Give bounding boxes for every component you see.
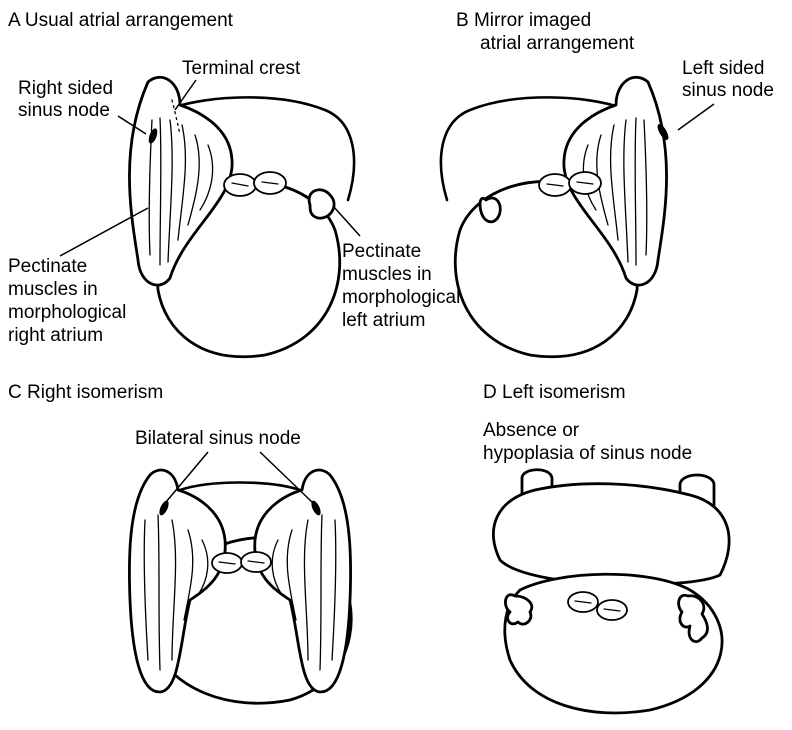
panel-a-pect-right-1: Pectinate (8, 256, 87, 277)
panel-a-pect-right-3: morphological (8, 302, 126, 323)
panel-b-sinus-leader (678, 104, 714, 130)
panel-d-appendage-left (505, 595, 531, 624)
panel-a-title: A Usual atrial arrangement (8, 10, 234, 31)
panel-a-pect-left-4: left atrium (342, 310, 425, 331)
panel-b-heart (441, 77, 671, 356)
panel-c-sinus-label: Bilateral sinus node (135, 428, 301, 449)
panel-b-sinus-label-2: sinus node (682, 80, 774, 101)
panel-a-pect-left-1: Pectinate (342, 241, 421, 262)
panel-b-right-appendage (480, 198, 500, 222)
panel-b-title-2: atrial arrangement (480, 33, 635, 54)
panel-c-atrial-dome (180, 483, 300, 491)
panel-a-crest-label: Terminal crest (182, 58, 301, 79)
panel-d-sinus-label-1: Absence or (483, 420, 580, 441)
panel-d-atria (493, 484, 729, 585)
panel-d-title: D Left isomerism (483, 382, 626, 403)
panel-d-heart (493, 470, 729, 713)
panel-a-sinus-label-1: Right sided (18, 78, 113, 99)
panel-a-pect-right-4: right atrium (8, 325, 103, 346)
panel-d-sinus-label-2: hypoplasia of sinus node (483, 443, 692, 464)
panel-b-title-1: B Mirror imaged (456, 10, 591, 31)
panel-a-pect-left-leader (333, 206, 360, 236)
panel-a-pect-left-3: morphological (342, 287, 460, 308)
panel-a-sinus-label-2: sinus node (18, 100, 110, 121)
panel-a-pect-right-2: muscles in (8, 279, 98, 300)
panel-c-heart (129, 470, 351, 703)
panel-d: D Left isomerism Absence or hypoplasia o… (483, 382, 729, 713)
panel-a-left-appendage (309, 190, 334, 218)
panel-c-sinus-leader-right (260, 452, 312, 502)
panel-b: B Mirror imaged atrial arrangement (441, 10, 774, 357)
panel-a-pect-left-2: muscles in (342, 264, 432, 285)
panel-c: C Right isomerism (8, 382, 351, 703)
panel-a-heart (129, 77, 354, 356)
panel-b-sinus-label-1: Left sided (682, 58, 764, 79)
panel-a: A Usual atrial arrangement (8, 10, 460, 357)
panel-c-title: C Right isomerism (8, 382, 163, 403)
